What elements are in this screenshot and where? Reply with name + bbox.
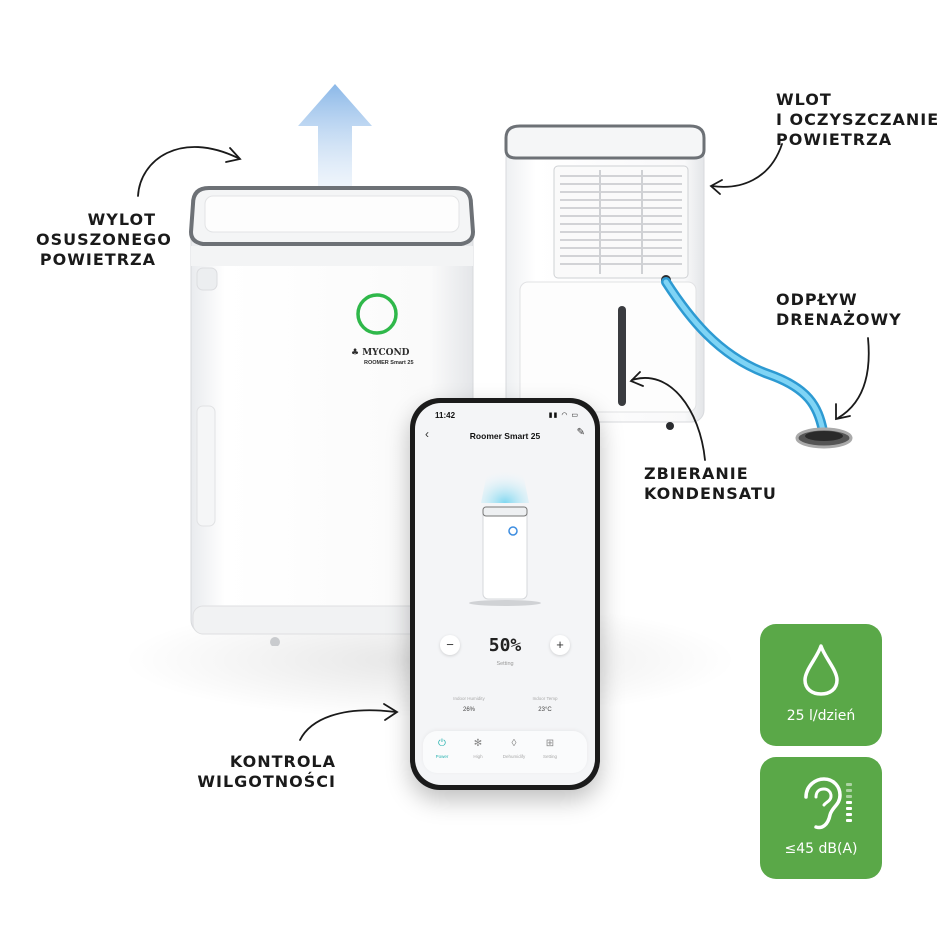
decrease-button[interactable]: − (440, 635, 460, 655)
humidity-control-label: KONTROLA WILGOTNOŚCI (197, 752, 336, 791)
tab-high[interactable]: ✻ High (459, 737, 497, 759)
power-icon: ⏻ (438, 738, 446, 749)
model-badge: ROOMER Smart 25 (364, 360, 414, 366)
indoor-temp-value: 23°C (538, 707, 552, 713)
tree-logo-icon: ♣ (351, 348, 360, 358)
indoor-humidity-label: Indoor Humidity (453, 696, 485, 701)
humidity-setpoint: 50% (488, 635, 522, 656)
back-button[interactable]: ‹ (425, 427, 429, 441)
app-device-image (469, 463, 541, 606)
indoor-temp-label: Indoor Temp (532, 696, 558, 701)
back-dehumidifier (504, 124, 706, 430)
noise-text: ≤45 dB(A) (784, 841, 858, 857)
setpoint-caption: Setting (496, 661, 514, 667)
inlet-label: WLOT I OCZYSZCZANIE POWIETRZA (776, 90, 940, 149)
noise-badge: ≤45 dB(A) (760, 757, 882, 879)
smartphone: 11:42 ▮▮ ◠ ▭ ‹ Roomer Smart 25 ✎ − 50 (410, 398, 600, 790)
app-screen: 11:42 ▮▮ ◠ ▭ ‹ Roomer Smart 25 ✎ − 50 (415, 403, 595, 785)
brand-logo: ♣ MYCOND (351, 348, 410, 358)
droplet-icon: ◊ (511, 738, 517, 749)
grid-icon: ⊞ (545, 738, 555, 749)
front-dehumidifier (188, 186, 476, 646)
water-drop-icon (803, 644, 839, 696)
condensate-label: ZBIERANIE KONDENSATU (644, 464, 777, 503)
capacity-text: 25 l/dzień (786, 708, 856, 724)
ear-icon (804, 777, 852, 830)
drain-label: ODPŁYW DRENAŻOWY (776, 290, 902, 329)
edit-icon[interactable]: ✎ (576, 427, 585, 438)
indoor-humidity-value: 26% (462, 707, 475, 713)
capacity-badge: 25 l/dzień (760, 624, 882, 746)
drain-hose (661, 277, 853, 449)
status-time: 11:42 (435, 411, 456, 420)
fan-icon: ✻ (473, 738, 483, 749)
bottom-tab-bar: ⏻ Power ✻ High ◊ Dehumidify ⊞ Setting (423, 731, 587, 773)
tab-dehumidify[interactable]: ◊ Dehumidify (495, 737, 533, 759)
tab-power[interactable]: ⏻ Power (423, 737, 461, 759)
increase-button[interactable]: + (550, 635, 570, 655)
airflow-arrow-icon (298, 84, 372, 190)
app-title: Roomer Smart 25 (469, 431, 541, 441)
tab-setting[interactable]: ⊞ Setting (531, 737, 569, 759)
outlet-label: WYLOT OSUSZONEGO POWIETRZA (36, 210, 172, 269)
status-icons: ▮▮ ◠ ▭ (548, 412, 579, 419)
